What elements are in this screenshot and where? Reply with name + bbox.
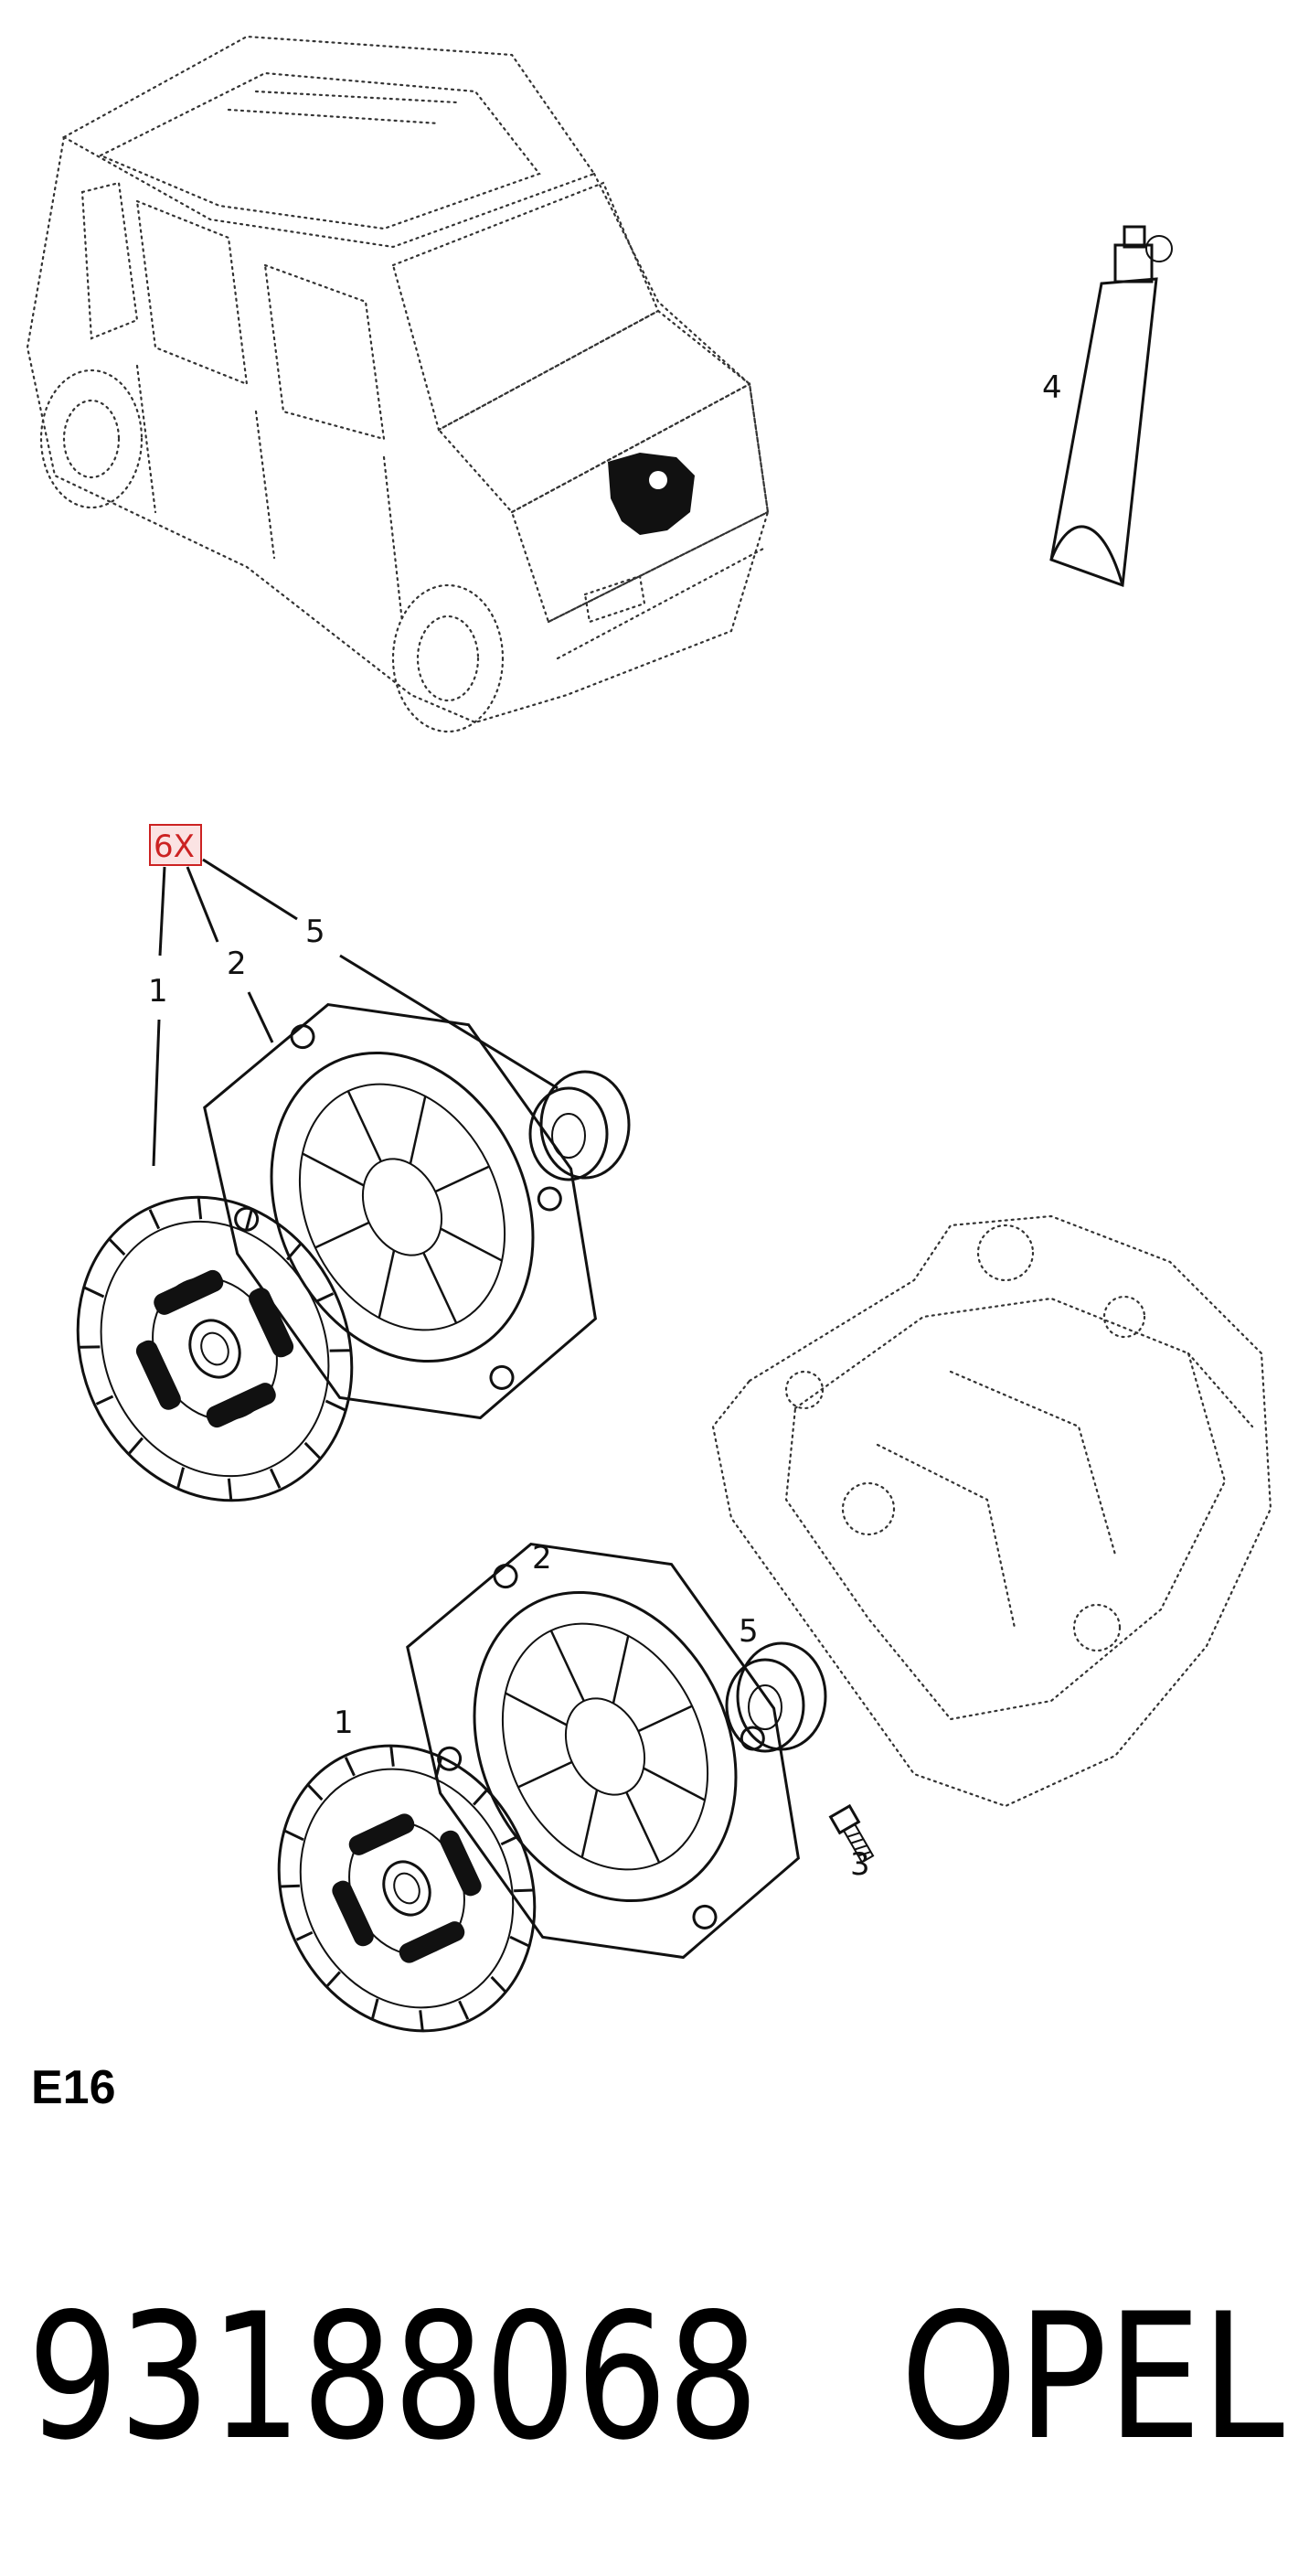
leader-6x-2: [186, 866, 219, 943]
release-bearing-upper: [528, 1070, 631, 1181]
pressure-plate-upper: [203, 1002, 598, 1420]
callout-4: 4: [1042, 369, 1062, 406]
callout-2-lower: 2: [532, 1540, 552, 1577]
callout-2-upper: 2: [227, 946, 247, 982]
brand-name: OPEL: [900, 2276, 1284, 2478]
callout-1-upper: 1: [148, 973, 168, 1010]
clutch-disc-upper: [76, 1195, 354, 1502]
leader-6x-1: [158, 866, 166, 957]
callout-5-lower: 5: [739, 1613, 759, 1650]
vehicle-outline: [26, 35, 770, 733]
release-bearing-lower: [725, 1641, 827, 1753]
kit-tag: 6X: [149, 824, 202, 866]
callout-3: 3: [850, 1846, 870, 1883]
callout-5-upper: 5: [305, 914, 325, 950]
bolt-illustration: [828, 1803, 875, 1864]
grease-tube-illustration: [1049, 225, 1173, 588]
variant-label: E16: [31, 2061, 116, 2114]
callout-1-lower: 1: [334, 1705, 354, 1741]
tag-6x-label: 6X: [154, 828, 195, 865]
leader-6x-5: [202, 858, 298, 921]
leader-2-upper: [247, 991, 274, 1043]
clutch-disc-lower: [277, 1744, 537, 2033]
pressure-plate-lower: [406, 1542, 801, 1960]
gearbox-outline: [711, 1214, 1272, 1808]
leader-1-upper: [152, 1019, 161, 1167]
part-number: 93188068: [27, 2276, 759, 2478]
